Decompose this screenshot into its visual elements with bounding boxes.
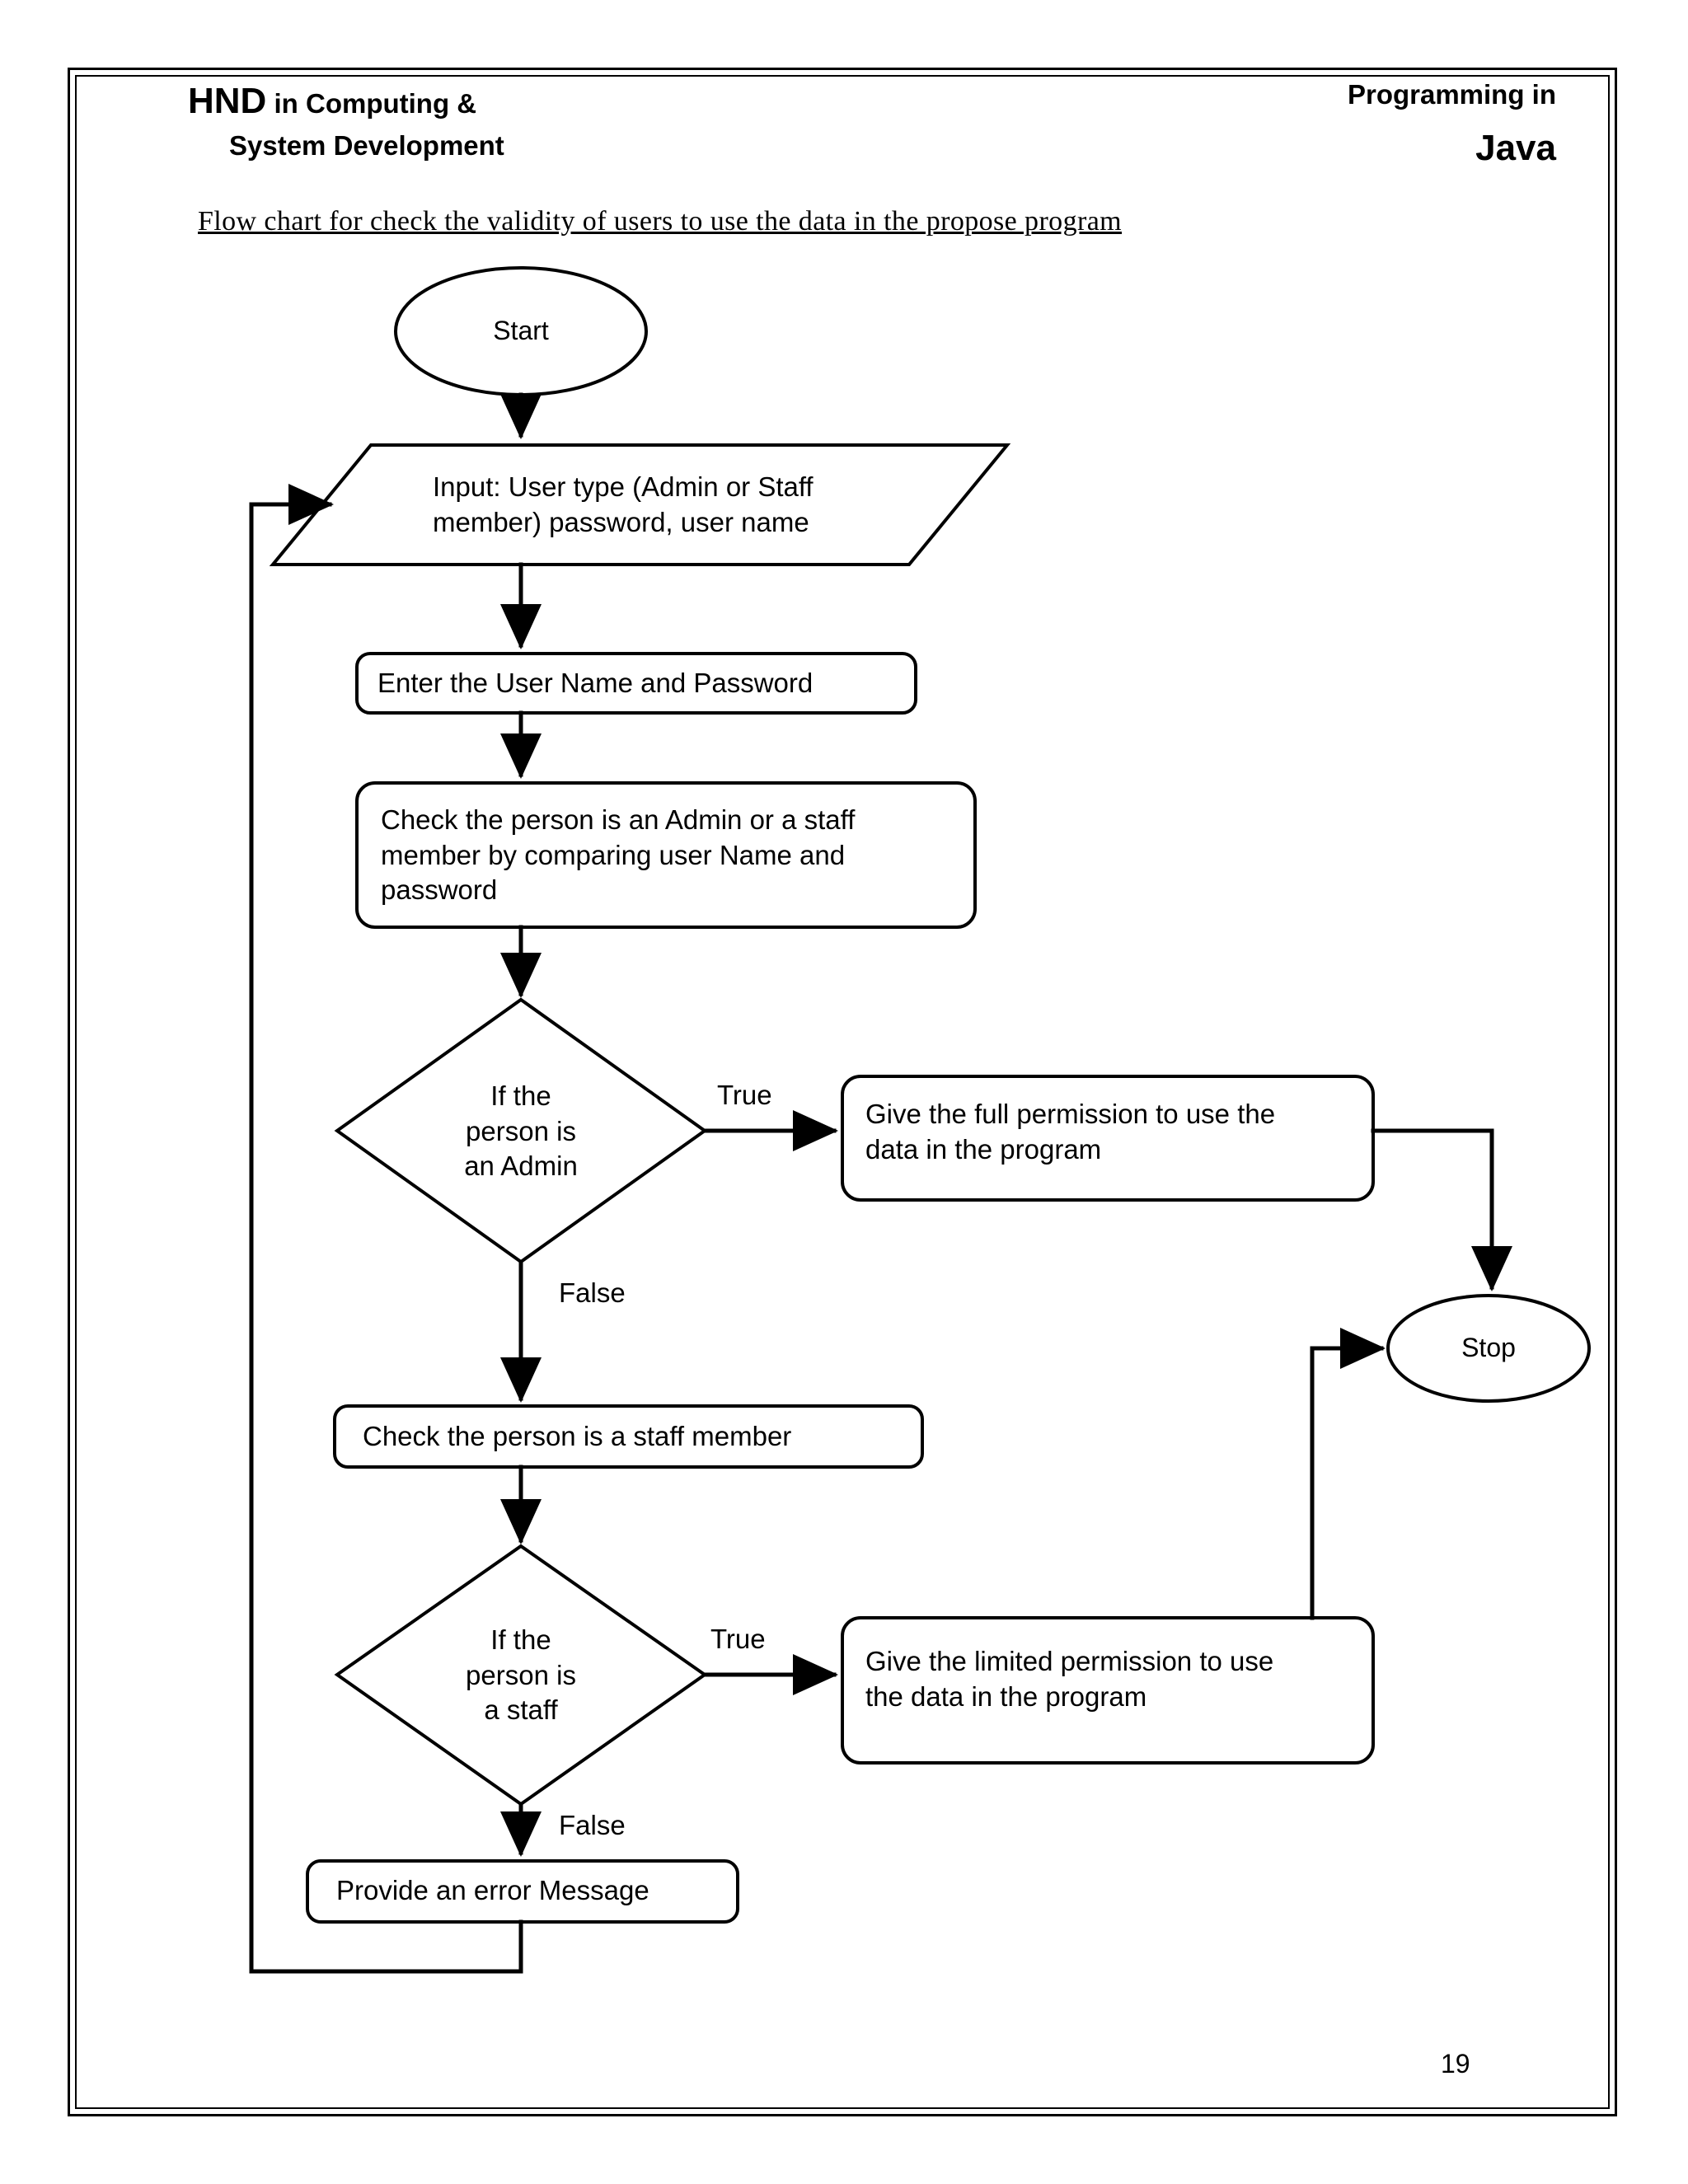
node-fullperm-shape [841,1075,1375,1202]
node-ifstaff-line2: person is [466,1659,576,1690]
header-left: HND in Computing & System Development [188,76,814,166]
node-ifadmin-line1: If the [490,1080,551,1111]
node-input-line1: Input: User type (Admin or Staff [433,471,814,503]
node-input-line2: member) password, user name [433,507,809,537]
node-limitedperm-line1: Give the limited permission to use [865,1646,1274,1677]
node-enter-label: Enter the User Name and Password [377,667,814,698]
edge-label-admin-true: True [717,1080,772,1110]
header-left-line2: System Development [229,130,504,162]
edge-label-admin-false: False [559,1277,626,1308]
node-checkrole-label: Check the person is an Admin or a staff … [381,798,974,913]
node-fullperm-line2: data in the program [865,1134,1102,1165]
page-border [68,68,1617,2116]
node-ifstaff-label: If the person is a staff [389,1614,653,1737]
page-title: Flow chart for check the validity of use… [198,206,1123,237]
node-enter-shape [355,652,917,715]
node-ifadmin-line3: an Admin [464,1151,578,1182]
node-stop-label: Stop [1461,1333,1516,1363]
node-checkrole-shape [355,781,977,929]
edge-fullperm-to-stop [1371,1128,1512,1291]
node-ifstaff-line1: If the [490,1624,551,1655]
node-ifadmin-line2: person is [466,1115,576,1146]
node-checkstaff-label: Check the person is a staff member [363,1420,792,1451]
edge-label-staff-false: False [559,1810,626,1840]
node-limitedperm-label: Give the limited permission to use the d… [865,1640,1360,1719]
node-limitedperm-line2: the data in the program [865,1681,1147,1712]
edge-limitedperm-to-stop [1310,1328,1386,1620]
header-right-line2: Java [1475,127,1556,168]
node-checkrole-line3: password [381,874,498,906]
node-start-label: Start [493,316,549,346]
node-fullperm-label: Give the full permission to use the data… [865,1093,1360,1172]
page-number: 19 [1441,2049,1470,2079]
node-ifstaff-line3: a staff [484,1694,558,1726]
node-checkrole-line1: Check the person is an Admin or a staff [381,804,856,835]
node-stop-shape [1386,1294,1591,1403]
header-right: Programming in Java [1045,76,1556,174]
header-course-label: in Computing & [266,88,477,119]
node-errormsg-label: Provide an error Message [336,1874,649,1905]
node-limitedperm-shape [841,1616,1375,1765]
header-left-line1: HND in Computing & [188,76,814,127]
node-input-label: Input: User type (Admin or Staff member)… [433,470,960,541]
node-ifadmin-label: If the person is an Admin [389,1070,653,1193]
edge-label-staff-true: True [710,1624,766,1654]
header-right-line1: Programming in [1347,79,1556,110]
node-fullperm-line1: Give the full permission to use the [865,1099,1276,1130]
edge-errormsg-to-input [249,484,523,1974]
node-checkrole-line2: member by comparing user Name and [381,839,846,870]
node-checkstaff-shape [333,1404,924,1469]
header-hnd-label: HND [188,81,267,121]
